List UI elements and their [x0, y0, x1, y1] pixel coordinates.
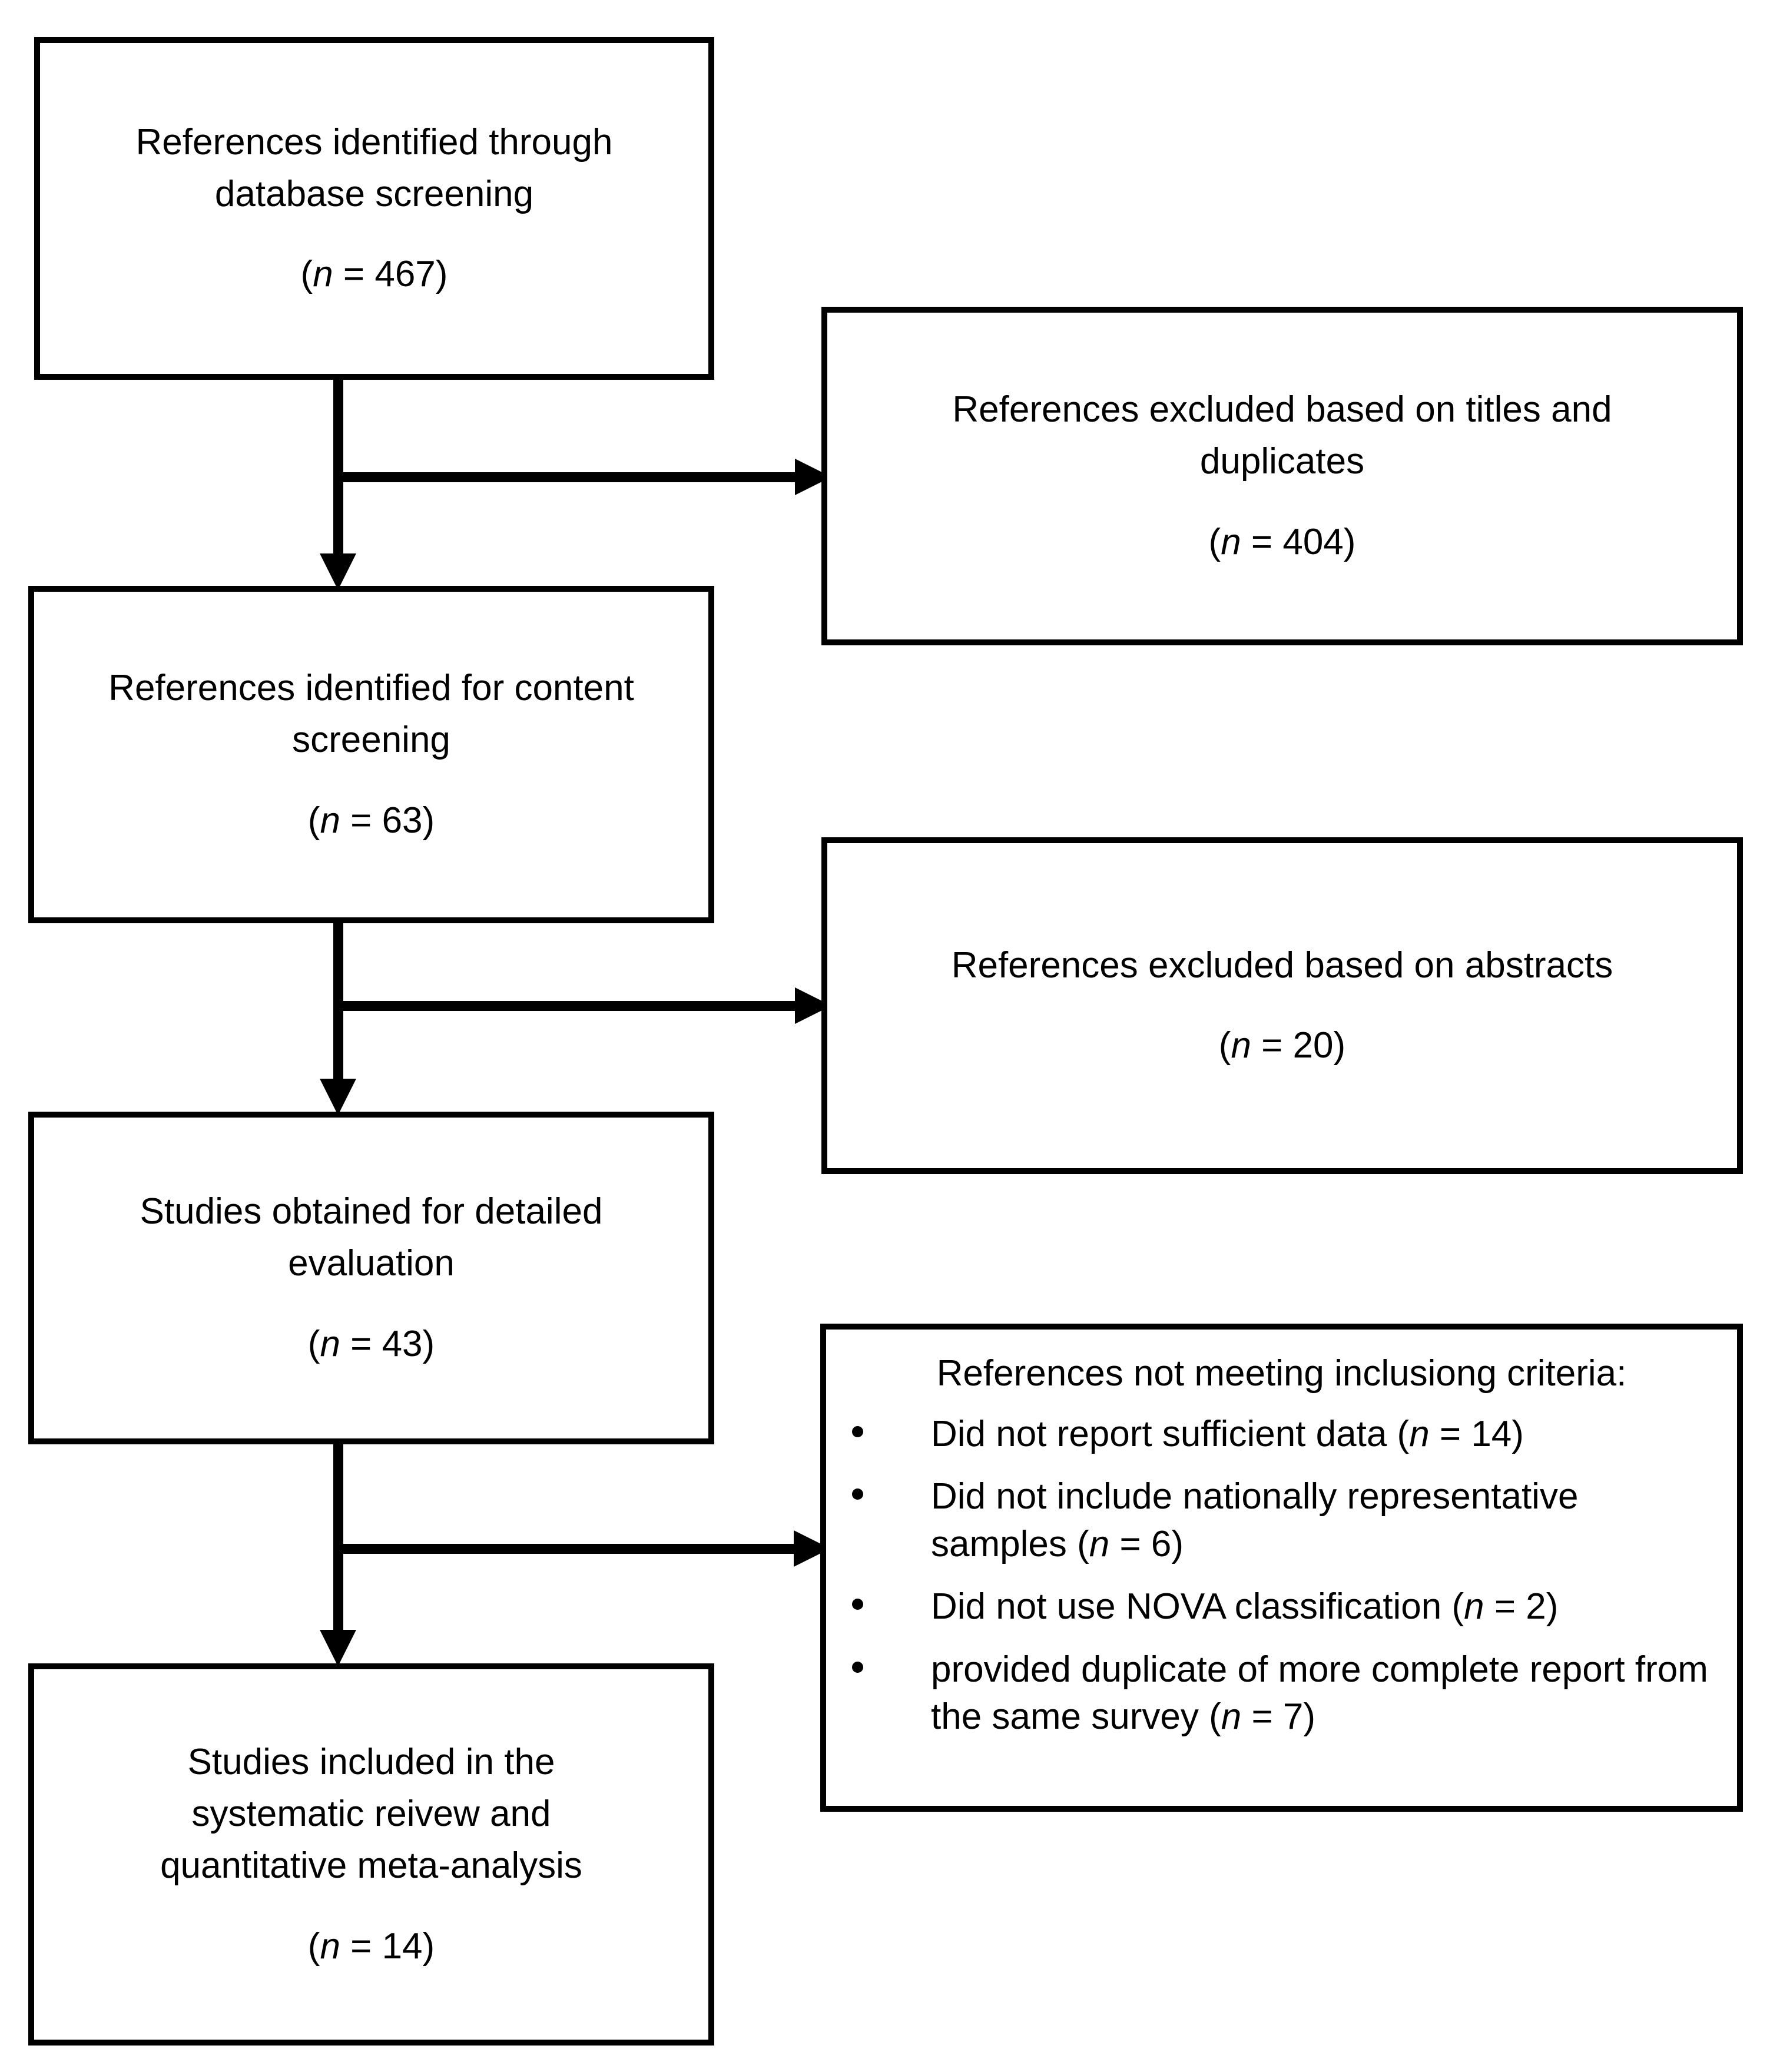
box-count: (n = 20) — [1218, 1025, 1346, 1066]
box-line-3: quantitative meta-analysis — [160, 1845, 582, 1887]
box-line-2: screening — [292, 720, 450, 761]
connector-horizontal-2 — [333, 1001, 801, 1011]
box-not-meeting-inclusion-criteria: References not meeting inclusiong criter… — [820, 1324, 1743, 1812]
bullet-icon — [852, 1488, 863, 1500]
box-line-2: systematic reivew and — [191, 1793, 551, 1835]
box-count: (n = 467) — [300, 254, 448, 295]
connector-vertical-1 — [333, 380, 343, 556]
list-item: Did not report sufficient data (n = 14) — [843, 1411, 1721, 1458]
arrowhead-down-1 — [320, 553, 356, 590]
box-line-1: References excluded based on abstracts — [951, 944, 1613, 986]
box-line-1: References identified through — [135, 121, 613, 163]
box-line-2: database screening — [214, 173, 534, 214]
box-excluded-abstracts: References excluded based on abstracts (… — [821, 837, 1743, 1174]
bullet-icon — [852, 1425, 863, 1437]
box-excluded-titles-duplicates: References excluded based on titles and … — [821, 307, 1743, 645]
box-count: (n = 404) — [1208, 521, 1356, 562]
list-item: provided duplicate of more complete repo… — [843, 1646, 1721, 1741]
box-count: (n = 14) — [307, 1925, 435, 1967]
arrowhead-down-2 — [320, 1079, 356, 1115]
box-references-content-screening: References identified for content screen… — [28, 586, 714, 923]
box-line-1: References excluded based on titles and — [952, 389, 1612, 430]
box-line-1: References identified for content — [108, 668, 634, 709]
box-references-identified: References identified through database s… — [34, 37, 714, 380]
box-studies-included: Studies included in the systematic reive… — [28, 1663, 714, 2046]
bullet-icon — [852, 1661, 863, 1673]
box-studies-detailed-evaluation: Studies obtained for detailed evaluation… — [28, 1112, 714, 1444]
connector-vertical-3 — [333, 1444, 343, 1633]
criteria-heading: References not meeting inclusiong criter… — [936, 1353, 1627, 1394]
box-count: (n = 43) — [307, 1323, 435, 1364]
list-item: Did not use NOVA classification (n = 2) — [843, 1583, 1721, 1631]
criteria-list: Did not report sufficient data (n = 14) … — [843, 1411, 1721, 1742]
list-item: Did not include nationally representativ… — [843, 1473, 1721, 1568]
connector-horizontal-1 — [333, 472, 801, 482]
box-line-1: Studies obtained for detailed — [140, 1191, 603, 1232]
box-line-2: duplicates — [1199, 441, 1365, 482]
box-count: (n = 63) — [307, 800, 435, 841]
bullet-icon — [852, 1599, 863, 1610]
connector-horizontal-3 — [333, 1544, 800, 1554]
arrowhead-down-3 — [320, 1630, 356, 1666]
box-line-2: evaluation — [288, 1243, 455, 1284]
box-line-1: Studies included in the — [187, 1742, 555, 1783]
